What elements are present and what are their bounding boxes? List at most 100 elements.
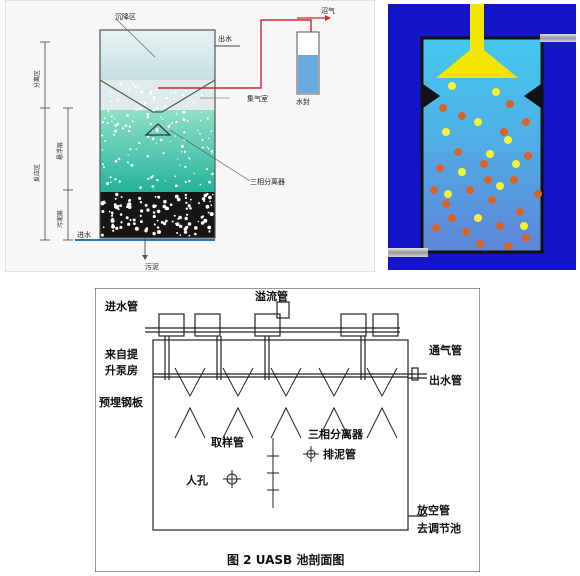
suspended-particle <box>162 152 165 155</box>
suspended-particle <box>181 93 184 96</box>
zone-dimension-bar <box>40 41 73 241</box>
label-zone-separation: 分离区 <box>33 70 41 88</box>
sludge-bed-particle <box>156 226 160 229</box>
sludge-bed-particle <box>200 221 205 225</box>
sludge-bed-particle <box>119 213 123 216</box>
suspended-particle <box>101 134 103 137</box>
sludge-bed-particle <box>174 194 179 199</box>
gas-bubble <box>492 88 500 96</box>
sludge-bed-particle <box>163 222 167 226</box>
label-biogas: 沼气 <box>321 6 335 15</box>
fig2-outlet-pipe <box>540 34 576 42</box>
suspended-particle <box>129 148 132 151</box>
sludge-bed-particle <box>120 221 123 224</box>
suspended-particle <box>113 118 116 120</box>
sludge-granule <box>534 190 542 198</box>
suspended-particle <box>139 107 142 110</box>
fig3-label-from-pump-1: 来自提 <box>104 347 139 361</box>
sludge-bed-particle <box>114 205 117 209</box>
suspended-particle <box>121 127 125 130</box>
sludge-granule <box>522 118 530 126</box>
suspended-particle <box>138 141 141 145</box>
sludge-bed-particle <box>127 222 131 226</box>
sludge-bed-particle <box>139 220 143 224</box>
suspended-particle <box>162 118 164 120</box>
sludge-bed-particle <box>185 207 188 210</box>
label-sludge: 污泥 <box>145 263 159 271</box>
sludge-bed-particle <box>207 225 212 230</box>
sludge-granule <box>524 152 532 160</box>
suspended-particle <box>150 176 153 179</box>
suspended-particle <box>208 180 211 184</box>
suspended-particle <box>160 116 162 118</box>
label-zone-suspended: 悬浮层 <box>56 142 64 160</box>
suspended-particle <box>175 184 178 188</box>
sludge-bed-particle <box>140 209 144 213</box>
suspended-particle <box>106 182 110 185</box>
fig2-inlet-pipe <box>388 248 428 257</box>
sludge-granule <box>506 100 514 108</box>
suspended-particle <box>185 90 187 93</box>
suspended-particle <box>147 177 150 180</box>
sludge-bed-particle <box>156 219 159 222</box>
sludge-bed-particle <box>157 195 161 199</box>
sludge-bed-particle <box>201 197 206 201</box>
sludge-bed-particle <box>164 206 169 211</box>
sludge-granule <box>504 242 512 250</box>
fig2-sludge-granules <box>430 100 542 250</box>
sludge-bed-particle <box>205 204 210 209</box>
suspended-particle <box>199 119 202 122</box>
suspended-particle <box>193 102 196 104</box>
sludge-granule <box>500 128 508 136</box>
label-settling-zone: 沉降区 <box>115 12 136 21</box>
suspended-particle <box>113 129 117 133</box>
suspended-particle <box>211 153 213 155</box>
suspended-particle <box>174 91 176 94</box>
sludge-bed-particle <box>189 198 192 201</box>
sludge-bed-particle <box>208 195 212 200</box>
sludge-granule <box>480 160 488 168</box>
suspended-particle <box>101 163 104 166</box>
sludge-bed-particle <box>179 234 182 236</box>
suspended-particle <box>174 135 177 137</box>
sludge-bed-particle <box>178 215 182 220</box>
suspended-particle <box>151 137 155 141</box>
sludge-bed-particle <box>203 193 208 198</box>
gas-bubble <box>486 150 494 158</box>
sludge-granule <box>496 222 504 230</box>
suspended-particle <box>130 163 134 167</box>
sludge-bed-particle <box>185 225 189 229</box>
sludge-bed-particle <box>139 214 142 217</box>
sludge-bed-particle <box>209 200 212 203</box>
gas-bubble <box>504 136 512 144</box>
suspended-particle <box>128 88 130 91</box>
sludge-bed-particle <box>134 226 139 231</box>
suspended-particle <box>174 175 177 177</box>
suspended-particle <box>184 165 187 168</box>
suspended-particle <box>128 125 131 128</box>
sludge-bed-particle <box>114 197 117 200</box>
suspended-particle <box>101 121 104 124</box>
sludge-bed-particle <box>210 204 213 207</box>
sludge-bed-particle <box>188 234 191 237</box>
sludge-bed-particle <box>179 224 183 229</box>
fig3-label-sludge-drain: 排泥管 <box>323 447 356 461</box>
separator-hood <box>99 79 216 113</box>
sludge-bed-particle <box>132 218 136 222</box>
sludge-bed-particle <box>184 216 188 221</box>
sludge-bed-particle <box>177 218 180 220</box>
gas-bubble <box>474 214 482 222</box>
gas-bubble <box>442 128 450 136</box>
sludge-bed-particle <box>184 196 188 200</box>
suspended-particle <box>167 125 171 128</box>
suspended-particle <box>152 175 154 177</box>
sludge-bed-particle <box>125 216 129 220</box>
fig3-label-outlet-pipe: 出水管 <box>429 373 462 387</box>
suspended-particle <box>169 124 171 126</box>
fig3-label-separator: 三相分离器 <box>308 427 364 441</box>
suspended-particle <box>117 157 121 161</box>
sludge-bed-particle <box>126 203 130 206</box>
label-gas-chamber: 集气室 <box>247 94 268 103</box>
label-zone-reaction: 反应区 <box>33 164 41 182</box>
suspended-particle <box>138 86 140 88</box>
